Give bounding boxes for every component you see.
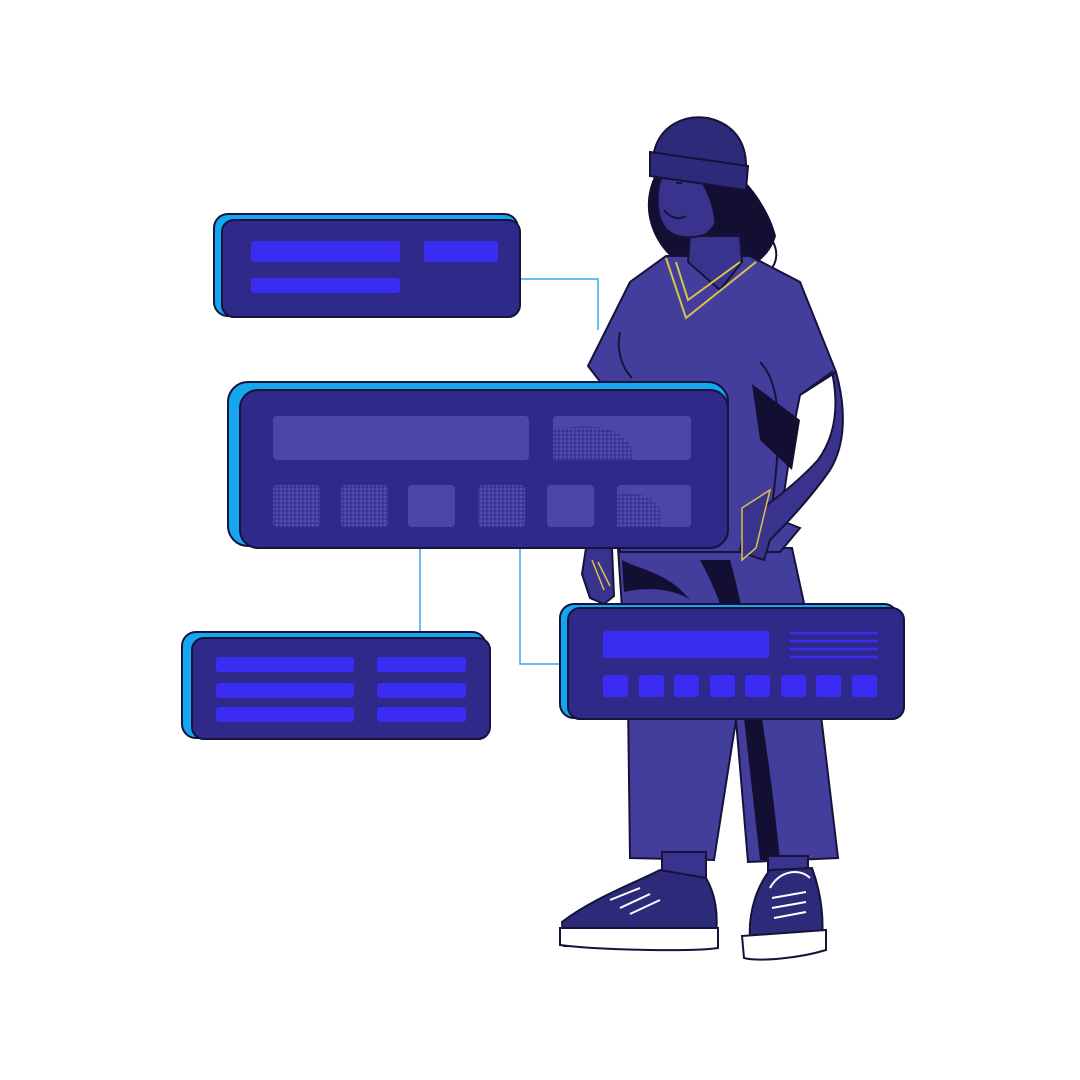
key: [816, 675, 841, 697]
ui-panel-lower-left: [181, 631, 491, 740]
right-arm: [738, 370, 844, 562]
key: [852, 675, 877, 697]
key: [674, 675, 699, 697]
text-bar: [251, 278, 400, 293]
tile: [341, 485, 388, 527]
key: [603, 675, 628, 697]
text-bar: [216, 707, 354, 722]
text-bar: [216, 657, 354, 672]
text-bar: [377, 657, 466, 672]
key-row: [603, 675, 877, 697]
connector-lines: [419, 278, 599, 665]
text-bar: [377, 707, 466, 722]
display-bar: [603, 631, 769, 658]
key: [781, 675, 806, 697]
text-lines: [790, 631, 878, 659]
key: [639, 675, 664, 697]
content-block: [273, 416, 529, 460]
key: [710, 675, 735, 697]
tile: [408, 485, 455, 527]
text-bar: [424, 241, 498, 262]
tile: [547, 485, 594, 527]
text-bar: [216, 683, 354, 698]
tile: [273, 485, 320, 527]
ui-panel-lower-right: [559, 603, 905, 720]
right-sneaker: [748, 866, 824, 941]
collar-trim: [665, 257, 757, 320]
ui-panel-top-left: [213, 213, 521, 318]
ui-panel-center: [227, 381, 729, 549]
text-bar: [377, 683, 466, 698]
text-bar: [251, 241, 400, 262]
tile: [478, 485, 525, 527]
key: [745, 675, 770, 697]
